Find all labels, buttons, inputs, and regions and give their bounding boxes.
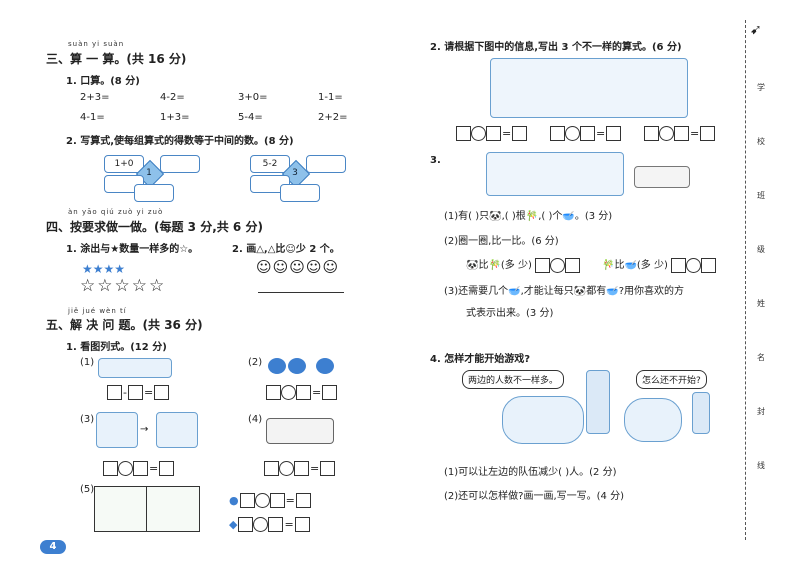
- equation-row[interactable]: ◆=: [228, 514, 310, 533]
- calc-item: 4-2=: [160, 92, 185, 103]
- r-q3-line5: 式表示出来。(3 分): [466, 308, 554, 319]
- girl-balloons-picture: [96, 412, 138, 448]
- apple-picture: [288, 358, 306, 374]
- q3-1-label: 1. 口算。(8 分): [66, 76, 140, 87]
- empty-stars[interactable]: ☆☆☆☆☆: [80, 276, 167, 296]
- hex-cell-blank[interactable]: [306, 155, 346, 173]
- compare-text: (多 少): [636, 260, 668, 271]
- equation-row[interactable]: =: [103, 458, 175, 477]
- calc-item: 1-1=: [318, 92, 343, 103]
- margin-char: 姓: [757, 299, 765, 308]
- section5-title: 五、解 决 问 题。(共 36 分): [46, 318, 203, 332]
- r-q3-line4: (3)还需要几个🥣,才能让每只🐼都有🥣?用你喜欢的方: [444, 286, 685, 297]
- margin-char: 学: [757, 83, 765, 92]
- abacus-picture: [266, 418, 334, 444]
- margin-char: 封: [757, 407, 765, 416]
- hex-center-number: 1: [146, 168, 152, 178]
- calc-item: 2+3=: [80, 92, 110, 103]
- calc-item: 2+2=: [318, 112, 348, 123]
- q4-1-label: 1. 涂出与★数量一样多的☆。: [66, 244, 199, 255]
- vine-picture: [490, 58, 688, 118]
- binding-dashed-line: [745, 20, 746, 540]
- q3-2-label: 2. 写算式,使每组算式的得数等于中间的数。(8 分): [66, 136, 294, 147]
- section4-title: 四、按要求做一做。(每题 3 分,共 6 分): [46, 220, 263, 234]
- margin-char: 名: [757, 353, 765, 362]
- tree-picture-2: [146, 486, 200, 532]
- part-label: (2): [248, 357, 263, 368]
- bowls-picture: [634, 166, 690, 188]
- part-label: (1): [80, 357, 95, 368]
- tree-picture-1: [94, 486, 148, 532]
- smiley-faces: ☺☺☺☺☺: [256, 258, 340, 276]
- r-q2-label: 2. 请根据下图中的信息,写出 3 个不一样的算式。(6 分): [430, 42, 682, 53]
- equation-row[interactable]: =: [550, 123, 622, 142]
- margin-char: 校: [757, 137, 765, 146]
- hex-cell-blank[interactable]: [160, 155, 200, 173]
- apple-picture: [268, 358, 286, 374]
- compare-row-2[interactable]: 🎋比🥣(多 少): [602, 256, 717, 273]
- child-picture: [692, 392, 710, 434]
- part-label: (5): [80, 484, 95, 495]
- q5-1-label: 1. 看图列式。(12 分): [66, 342, 167, 353]
- hex-center-number: 3: [292, 168, 298, 178]
- equation-row[interactable]: ●=: [228, 490, 311, 509]
- calc-item: 4-1=: [80, 112, 105, 123]
- calc-item: 5-4=: [238, 112, 263, 123]
- equation-row[interactable]: =: [266, 382, 338, 401]
- compare-text: 比: [614, 260, 625, 271]
- part-label: (3): [80, 414, 95, 425]
- margin-char: 线: [757, 461, 765, 470]
- section4-pinyin: àn yāo qiú zuò yi zuò: [68, 208, 164, 216]
- compare-row-1[interactable]: 🐼比🎋(多 少): [466, 256, 581, 273]
- apple-picture: [316, 358, 334, 374]
- r-q4-line2: (2)还可以怎样做?画一画,写一写。(4 分): [444, 491, 624, 502]
- compare-text: 比: [478, 260, 489, 271]
- r-q3-line2: (2)圈一圈,比一比。(6 分): [444, 236, 559, 247]
- speech-bubble-left: 两边的人数不一样多。: [462, 370, 565, 389]
- page-number: 4: [40, 540, 66, 554]
- part-label: (4): [248, 414, 263, 425]
- equation-row[interactable]: =: [456, 123, 528, 142]
- cards-picture: [98, 358, 172, 378]
- arrow-icon: →: [140, 424, 149, 435]
- rocket-icon: ➹: [750, 22, 762, 38]
- margin-char: 班: [757, 191, 765, 200]
- equation-row[interactable]: =: [264, 458, 336, 477]
- pandas-picture: [486, 152, 624, 196]
- hex-cell-blank[interactable]: [134, 184, 174, 202]
- compare-text: (多 少): [500, 260, 532, 271]
- calc-item: 1+3=: [160, 112, 190, 123]
- teacher-picture: [586, 370, 610, 434]
- filled-stars: ★★★★: [82, 262, 126, 276]
- hex-cell-top: 1+0: [104, 155, 144, 173]
- r-q4-label: 4. 怎样才能开始游戏?: [430, 354, 531, 365]
- section3-pinyin: suàn yi suàn: [68, 40, 125, 48]
- draw-line[interactable]: [258, 292, 344, 293]
- hex-cell-top: 5-2: [250, 155, 290, 173]
- r-q3-label: 3.: [430, 155, 441, 166]
- r-q4-line1: (1)可以让左边的队伍减少( )人。(2 分): [444, 467, 617, 478]
- calc-item: 3+0=: [238, 92, 268, 103]
- r-q3-line1: (1)有( )只🐼,( )根🎋,( )个🥣。(3 分): [444, 211, 613, 222]
- equation-row[interactable]: =: [644, 123, 716, 142]
- girl-balloons-picture: [156, 412, 198, 448]
- q4-2-label: 2. 画△,△比☺少 2 个。: [232, 244, 340, 255]
- hex-cell-blank[interactable]: [280, 184, 320, 202]
- section5-pinyin: jiě jué wèn tí: [68, 307, 127, 315]
- equation-row[interactable]: -=: [107, 382, 170, 401]
- margin-char: 级: [757, 245, 765, 254]
- right-queue-picture: [624, 398, 682, 442]
- section3-title: 三、算 一 算。(共 16 分): [46, 52, 187, 66]
- speech-bubble-right: 怎么还不开始?: [636, 370, 707, 389]
- left-queue-picture: [502, 396, 584, 444]
